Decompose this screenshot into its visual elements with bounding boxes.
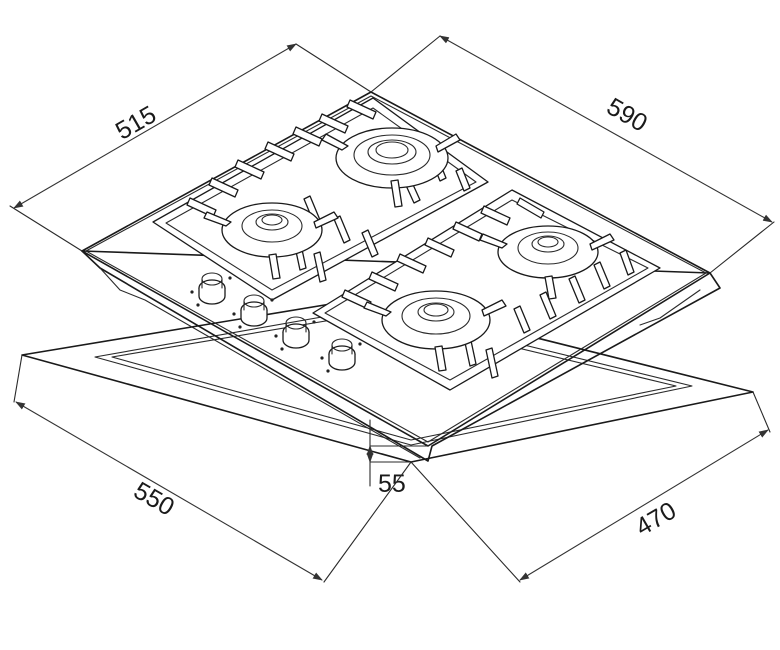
dimension-550: 550 xyxy=(13,354,412,583)
control-knob-3 xyxy=(274,316,316,351)
burner-front-right xyxy=(363,290,507,372)
dimension-label-515: 515 xyxy=(111,101,161,146)
control-knob-1 xyxy=(190,272,232,307)
burner-rear-left xyxy=(321,127,461,208)
control-knob-2 xyxy=(232,294,274,329)
dimension-470: 470 xyxy=(410,391,771,583)
dimension-label-470: 470 xyxy=(631,497,681,542)
dimension-label-550: 550 xyxy=(129,477,179,522)
control-knob-4 xyxy=(320,338,362,373)
burner-rear-right xyxy=(479,225,615,300)
